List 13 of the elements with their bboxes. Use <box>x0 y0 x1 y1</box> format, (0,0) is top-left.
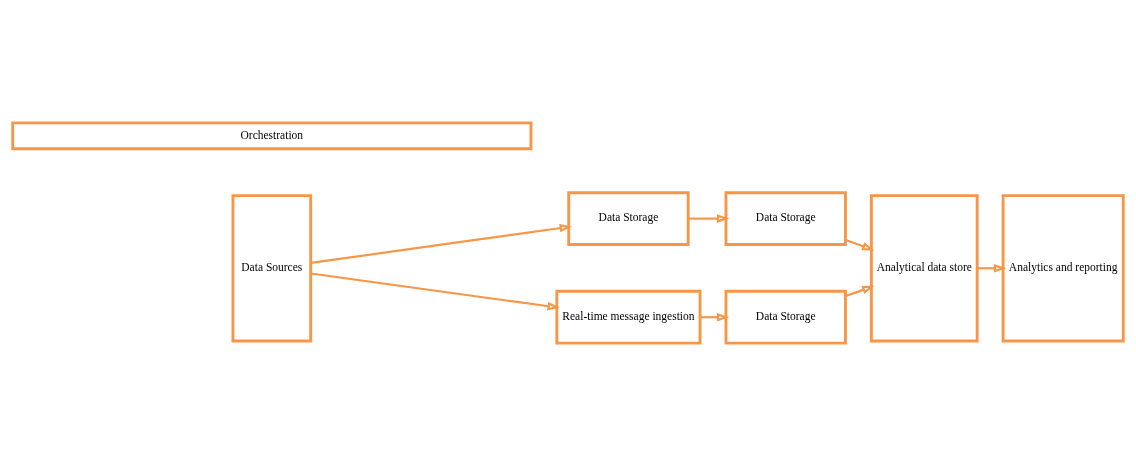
node-box: Orchestration <box>11 120 533 150</box>
arrow <box>310 223 572 264</box>
arrow <box>845 285 875 297</box>
arrow <box>688 213 730 223</box>
node-box: Data Storage <box>724 289 847 345</box>
node-box: Data Sources <box>231 193 313 342</box>
node-box: Analytics and reporting <box>1001 193 1125 342</box>
node-box: Real-time message ingestion <box>555 289 702 345</box>
arrow <box>845 238 875 250</box>
node-box: Data Storage <box>567 190 690 246</box>
node-box: Analytical data store <box>869 193 979 342</box>
node-box: Data Storage <box>724 190 847 246</box>
arrow <box>310 272 560 310</box>
